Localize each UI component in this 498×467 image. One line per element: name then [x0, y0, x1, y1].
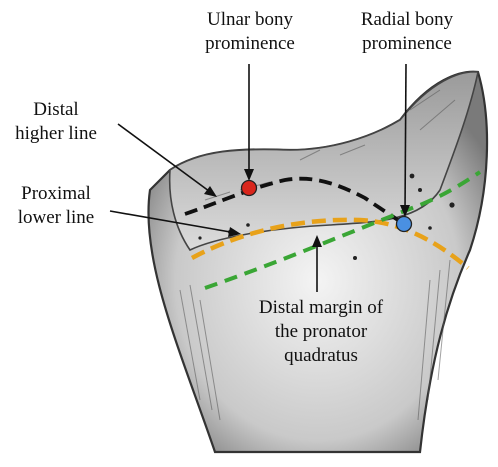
ulnar-label-line-2: prominence: [188, 32, 312, 56]
pronator-label-line-2: the pronator: [236, 320, 406, 344]
pronator-label-line-1: Distal margin of: [236, 296, 406, 320]
proximal-label-line-1: Proximal: [4, 182, 108, 206]
proximal-label-line-2: lower line: [4, 206, 108, 230]
radial-bony-prominence-label: Radial bony prominence: [345, 8, 469, 56]
ulnar-label-line-1: Ulnar bony: [188, 8, 312, 32]
radial-label-line-2: prominence: [345, 32, 469, 56]
distal-label-line-2: higher line: [4, 122, 108, 146]
pronator-quadratus-margin-label: Distal margin of the pronator quadratus: [236, 296, 406, 368]
radial-prominence-point: [397, 217, 412, 232]
proximal-lower-line-label: Proximal lower line: [4, 182, 108, 230]
pronator-label-line-3: quadratus: [236, 344, 406, 368]
ulnar-bony-prominence-label: Ulnar bony prominence: [188, 8, 312, 56]
ulnar-prominence-point: [242, 181, 257, 196]
distal-higher-line-label: Distal higher line: [4, 98, 108, 146]
radial-label-line-1: Radial bony: [345, 8, 469, 32]
distal-label-line-1: Distal: [4, 98, 108, 122]
